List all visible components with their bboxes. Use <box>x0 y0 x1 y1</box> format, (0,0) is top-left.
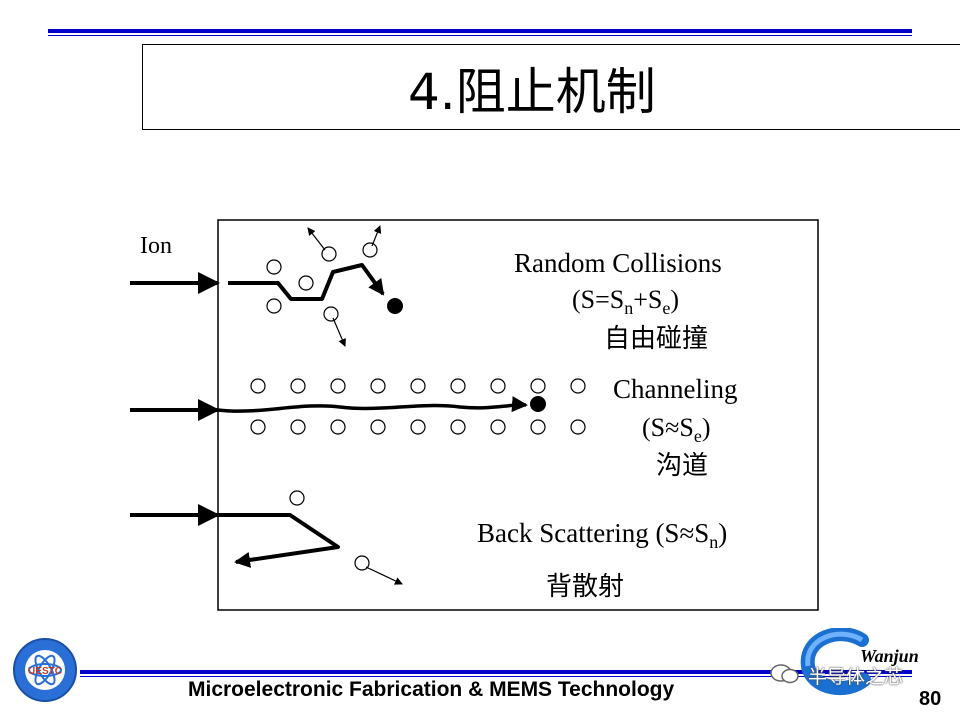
wanjun-text: Wanjun <box>860 646 919 666</box>
lattice-atom <box>290 378 306 394</box>
random-chinese: 自由碰撞 <box>604 324 708 354</box>
lattice-atom <box>410 378 426 394</box>
wechat-icon <box>770 664 799 684</box>
channeling-formula: (S≈Se) <box>642 413 711 446</box>
svg-text:UESTC: UESTC <box>28 666 62 677</box>
recoil-arrow <box>332 317 346 347</box>
channeling-title: Channeling <box>613 374 737 404</box>
atom <box>266 298 282 314</box>
channeling-chinese: 沟道 <box>656 451 708 481</box>
lattice-atom <box>490 378 506 394</box>
lattice-atom <box>290 419 306 435</box>
footer-course-title: Microelectronic Fabrication & MEMS Techn… <box>188 678 675 701</box>
channeled-ion <box>530 396 546 412</box>
footer-rule-thin <box>80 676 912 677</box>
uestc-logo: UESTC <box>13 638 77 702</box>
recoil-arrow <box>365 566 403 585</box>
lattice-atom <box>410 419 426 435</box>
atom <box>323 306 339 322</box>
slide-title: 4.阻止机制 <box>408 63 656 121</box>
footer-rule-thick <box>80 670 912 674</box>
back-formula: Back Scattering (S≈Sn) <box>477 518 727 552</box>
recoil-arrow <box>307 227 326 251</box>
lattice-atom <box>370 378 386 394</box>
random-ion-path <box>228 263 385 301</box>
atom <box>354 555 370 571</box>
header-rule-thin <box>48 35 912 36</box>
lattice-atom <box>530 378 546 394</box>
lattice-atom <box>250 419 266 435</box>
atom <box>298 275 314 291</box>
lattice-atom <box>250 378 266 394</box>
back-chinese: 背散射 <box>546 572 624 602</box>
page-number: 80 <box>919 688 942 710</box>
lattice-atom <box>330 419 346 435</box>
random-atoms <box>266 242 378 322</box>
atom <box>266 259 282 275</box>
lattice-atom <box>370 419 386 435</box>
atom <box>321 246 337 262</box>
lattice-atom <box>450 378 466 394</box>
atom <box>362 242 378 258</box>
lattice-atom <box>490 419 506 435</box>
lattice-atom <box>330 378 346 394</box>
lattice-atom <box>570 419 586 435</box>
watermark-text: 半导体之芯 <box>808 666 904 688</box>
ion-label: Ion <box>140 233 172 259</box>
lattice-atom <box>450 419 466 435</box>
random-title: Random Collisions <box>514 248 722 278</box>
atom <box>289 490 305 506</box>
channeling-ion-path <box>217 396 528 413</box>
wanjun-logo <box>800 628 871 696</box>
backscatter-ion-path <box>218 513 340 568</box>
recoil-arrow <box>371 225 382 247</box>
channel-atoms <box>250 378 586 435</box>
stopped-ion <box>387 298 403 314</box>
lattice-atom <box>530 419 546 435</box>
lattice-atom <box>570 378 586 394</box>
random-formula: (S=Sn+Se) <box>572 285 679 318</box>
header-rule-thick <box>48 29 912 33</box>
title-box <box>142 44 960 130</box>
